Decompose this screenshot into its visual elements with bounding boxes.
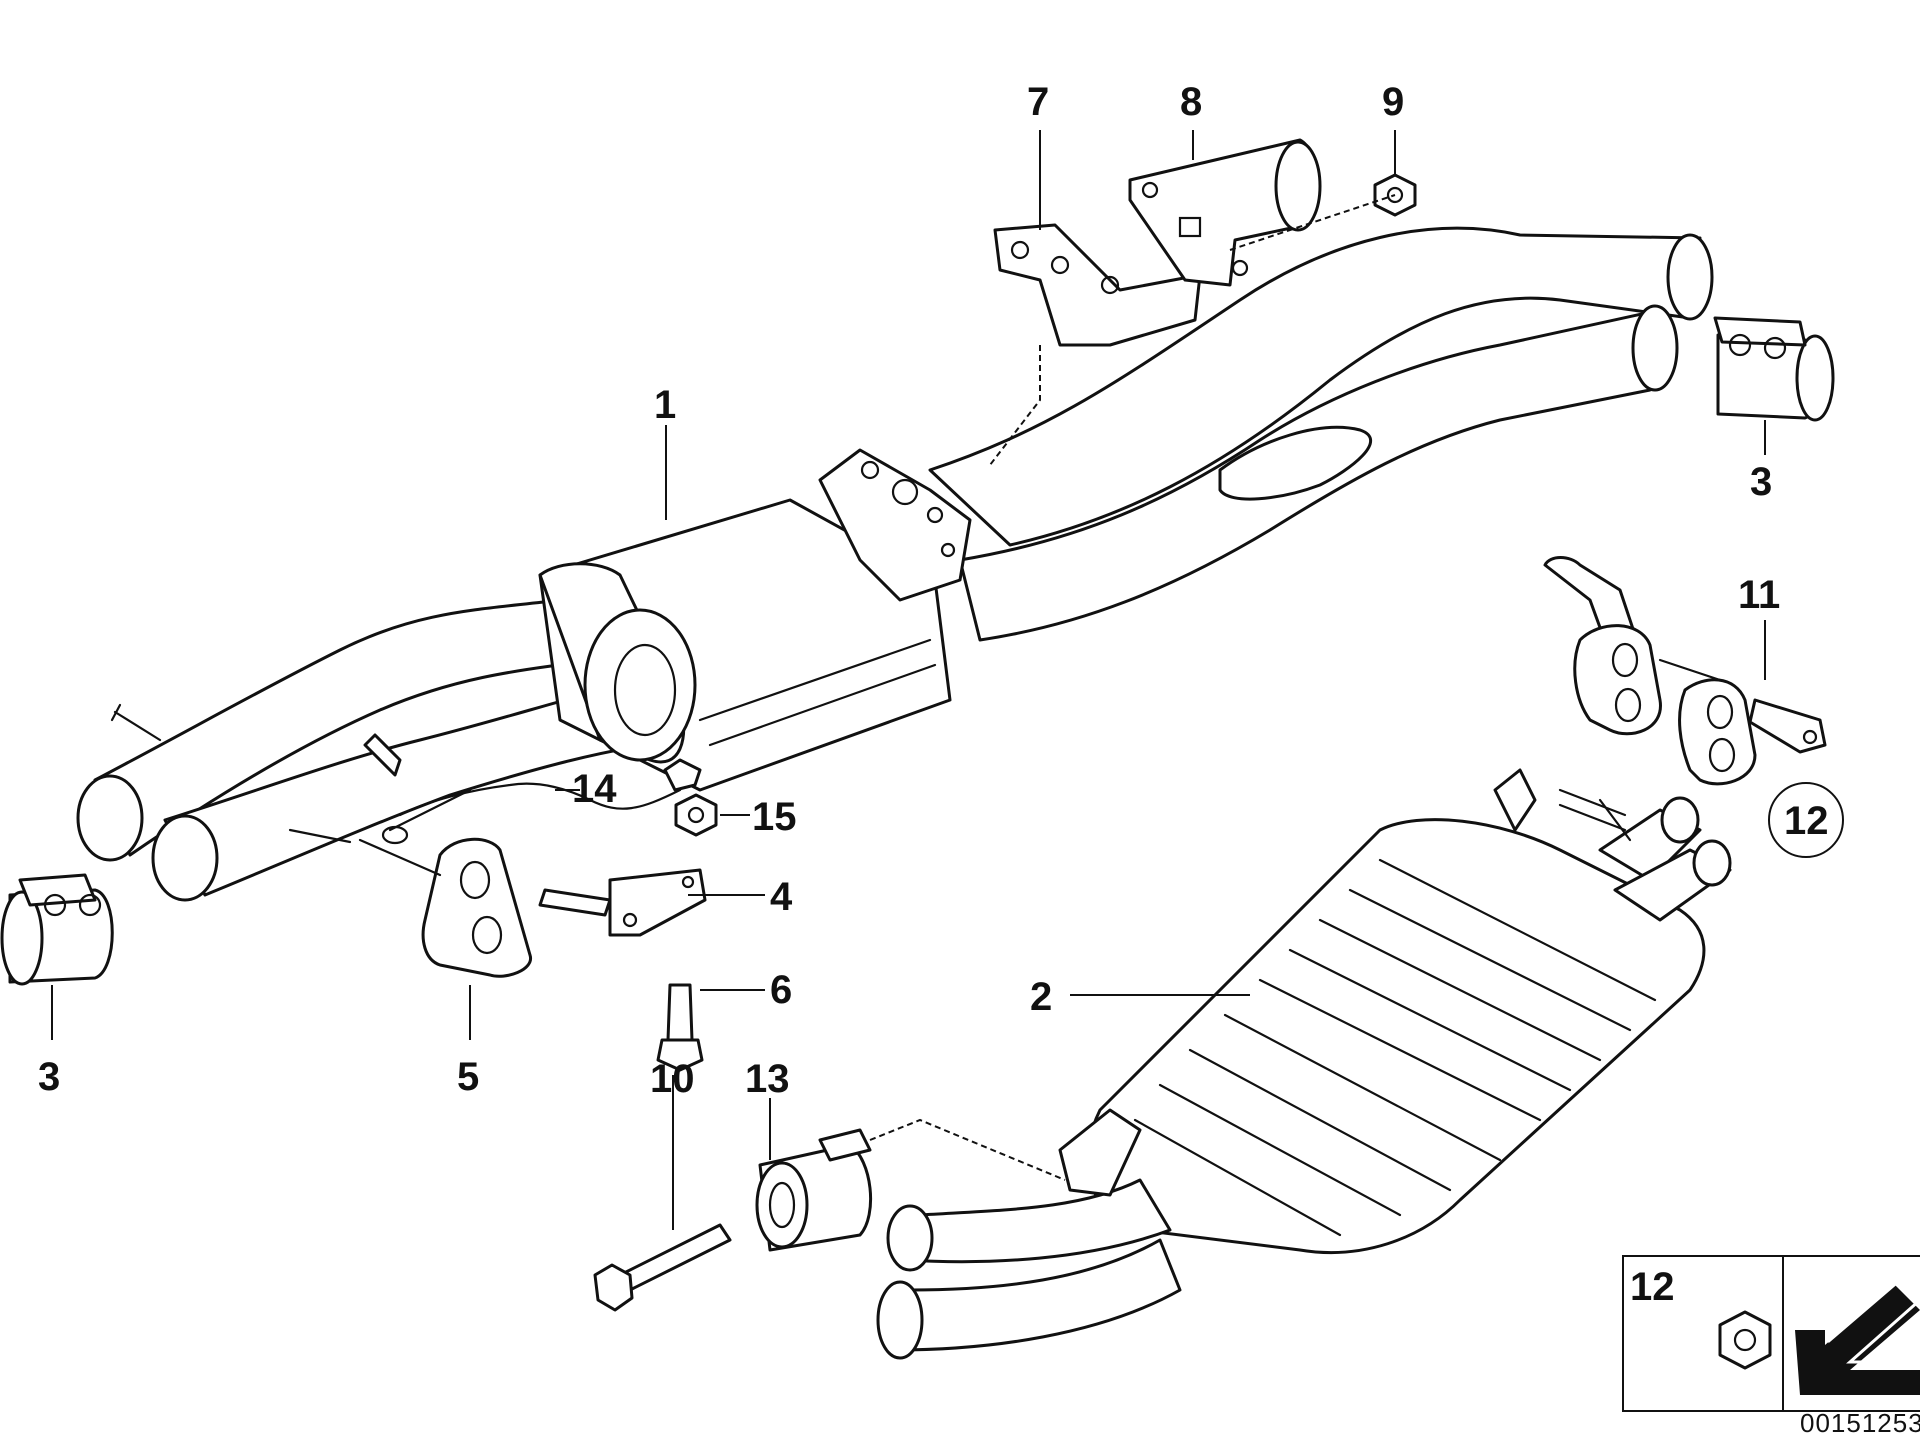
long-bolt-10 [593,1223,732,1312]
callouts: 1 2 3 3 4 5 6 7 8 9 10 11 12 13 14 15 [38,80,1844,1101]
bracket-and-mount [288,828,707,1072]
nut-15 [674,793,718,837]
callout-8: 8 [1180,80,1202,124]
callout-3-left: 3 [38,1055,60,1099]
callout-11: 11 [1738,573,1780,617]
leader-lines [51,130,1766,1230]
ground-strap-14 [363,733,702,845]
callout-14: 14 [572,767,617,811]
callout-6: 6 [770,968,792,1012]
callout-2: 2 [1030,975,1052,1019]
center-silencer-assembly [76,226,1714,902]
rear-silencer-assembly [876,768,1732,1360]
callout-9: 9 [1382,80,1404,124]
callout-15: 15 [752,795,797,839]
legend-box: 12 [1622,1255,1920,1412]
direction-arrow-icon [1795,1277,1920,1395]
callout-3-right: 3 [1750,460,1772,504]
callout-7: 7 [1027,80,1049,124]
clamp-left [0,873,114,986]
callout-4: 4 [770,875,793,919]
rubber-mount-8 [1128,138,1322,287]
hanger-11 [1543,556,1827,786]
callout-13: 13 [745,1057,790,1101]
callout-12-circle [1768,782,1844,858]
callout-1: 1 [654,383,676,427]
callout-10: 10 [650,1057,695,1101]
callout-5: 5 [457,1055,479,1099]
legend-label-12: 12 [1630,1265,1675,1309]
flange-nut-icon [1718,1310,1772,1370]
bushing-13 [755,1128,873,1252]
clamp-right [1713,316,1835,422]
image-number: 00151253 [1800,1408,1920,1438]
upper-bracket [993,223,1202,347]
callout-12: 12 [1784,799,1829,843]
